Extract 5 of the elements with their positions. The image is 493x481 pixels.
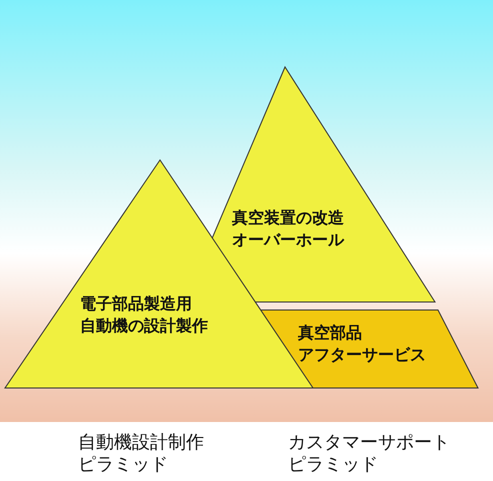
- node-label: 電子部品製造用自動機の設計製作: [80, 293, 208, 337]
- caption: 自動機設計制作ピラミッド: [78, 432, 204, 476]
- node-label: 真空装置の改造オーバーホール: [232, 207, 344, 251]
- node-label: 真空部品アフターサービス: [298, 322, 426, 366]
- caption: カスタマーサポートピラミッド: [288, 432, 450, 476]
